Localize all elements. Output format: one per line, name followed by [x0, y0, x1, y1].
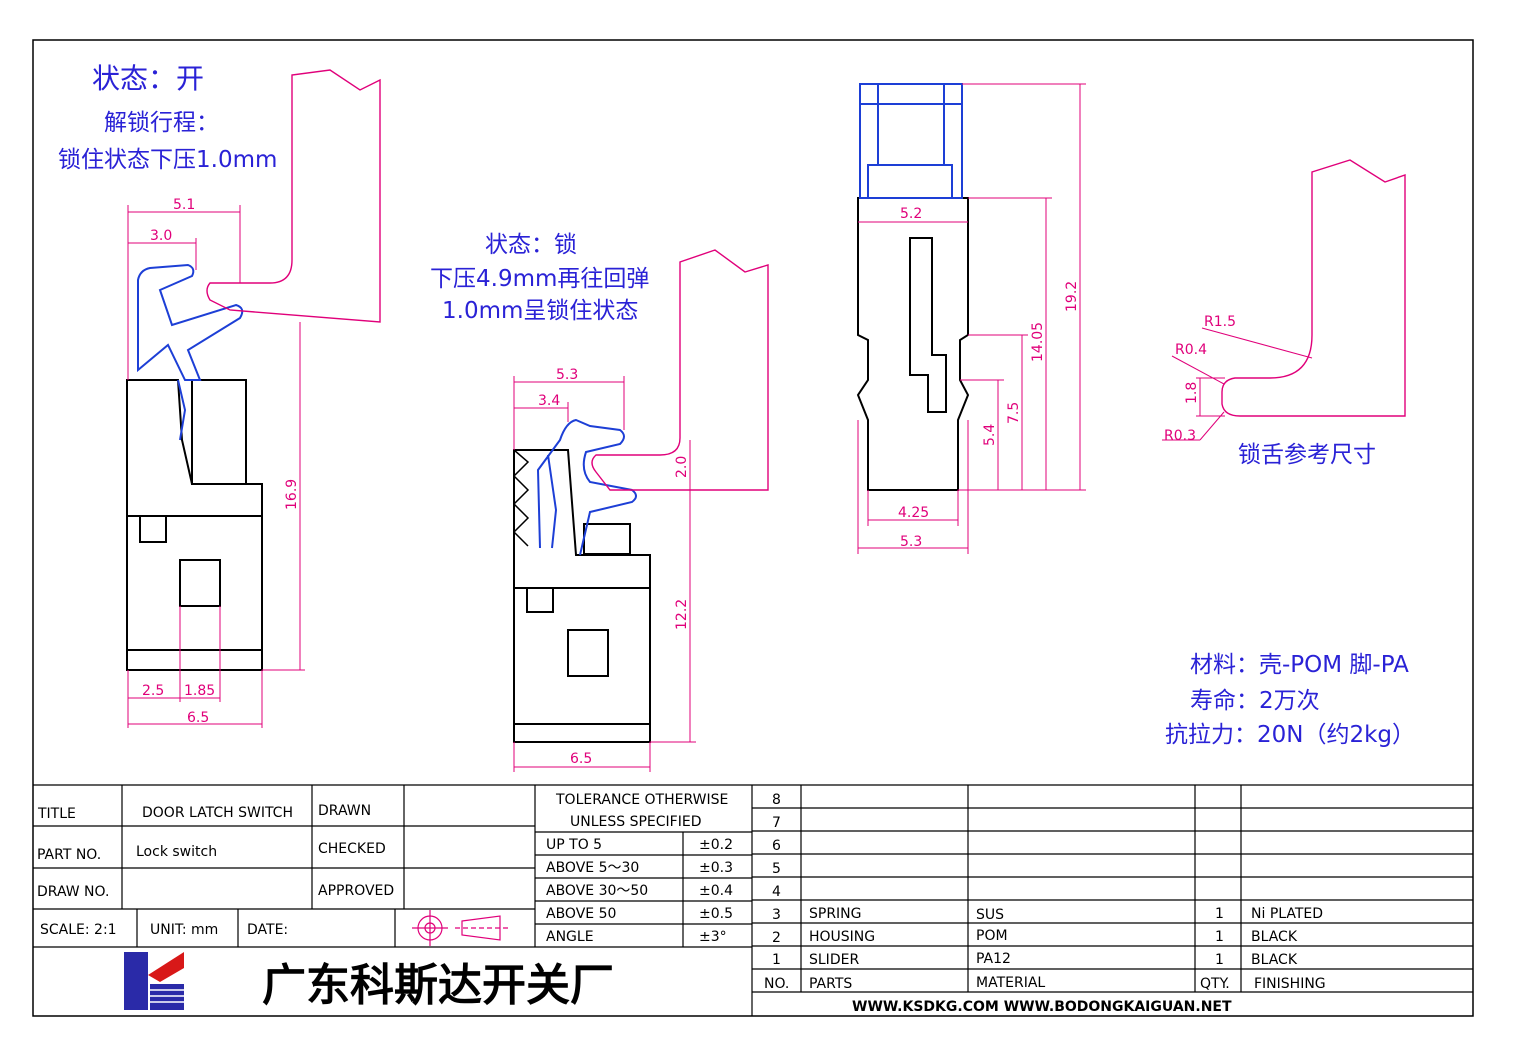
website-links: WWW.KSDKG.COM WWW.BODONGKAIGUAN.NET — [852, 999, 1232, 1015]
bom-part-finish: BLACK — [1251, 952, 1298, 968]
bom-header-parts: PARTS — [809, 976, 852, 992]
view-open-state — [126, 69, 381, 728]
view-tongue-reference — [1162, 159, 1406, 441]
bom-part-material: PA12 — [976, 951, 1011, 967]
dim-5-3: 5.3 — [556, 367, 578, 383]
bom-part-material: POM — [976, 928, 1008, 944]
tolerance-value: ±3° — [699, 929, 727, 945]
bom-part-qty: 1 — [1215, 952, 1224, 968]
note-unlock-desc: 锁住状态下压1.0mm — [58, 147, 277, 173]
date-label: DATE: — [247, 922, 288, 938]
title-value: DOOR LATCH SWITCH — [142, 805, 293, 821]
bom-row-number: 8 — [772, 792, 781, 808]
note-lock-desc-2: 1.0mm呈锁住状态 — [442, 298, 638, 324]
company-logo — [122, 950, 184, 1012]
bom-part-material: SUS — [976, 907, 1004, 923]
tolerance-header-2: UNLESS SPECIFIED — [570, 814, 701, 830]
view-front — [856, 83, 1086, 554]
note-pull-force: 抗拉力：20N（约2kg） — [1165, 722, 1415, 748]
note-open-state: 状态：开 — [92, 62, 204, 95]
tolerance-range: ABOVE 30～50 — [546, 883, 648, 899]
dim-5-1: 5.1 — [173, 197, 195, 213]
note-tongue-reference: 锁舌参考尺寸 — [1238, 442, 1376, 468]
bom-row-number: 5 — [772, 861, 781, 877]
bom-part-qty: 1 — [1215, 929, 1224, 945]
dim-5-4: 5.4 — [982, 424, 998, 446]
dim-1-85: 1.85 — [184, 683, 215, 699]
tolerance-value: ±0.5 — [699, 906, 733, 922]
dim-19-2: 19.2 — [1064, 281, 1080, 312]
bom-part-qty: 1 — [1215, 906, 1224, 922]
title-label: TITLE — [37, 806, 76, 822]
checked-label: CHECKED — [318, 841, 386, 857]
tolerance-value: ±0.4 — [699, 883, 733, 899]
bom-header-finish: FINISHING — [1254, 976, 1326, 992]
tolerance-value: ±0.3 — [699, 860, 733, 876]
projection-symbol-icon — [412, 910, 510, 946]
view-locked-state — [512, 249, 769, 772]
company-name: 广东科斯达开关厂 — [262, 960, 614, 1011]
bom-part-name: SLIDER — [809, 952, 859, 968]
approved-label: APPROVED — [318, 883, 394, 899]
partno-label: PART NO. — [37, 847, 101, 863]
bom-part-no: 3 — [772, 907, 781, 923]
bom-row-number: 4 — [772, 884, 781, 900]
tolerance-header-1: TOLERANCE OTHERWISE — [555, 792, 728, 808]
dim-6-5-a: 6.5 — [187, 710, 209, 726]
note-material: 材料：壳-POM 脚-PA — [1190, 652, 1409, 678]
tolerance-range: ABOVE 5～30 — [546, 860, 639, 876]
dim-7-5: 7.5 — [1006, 402, 1022, 424]
dim-3-4: 3.4 — [538, 393, 560, 409]
scale-label: SCALE: 2:1 — [40, 922, 117, 938]
dim-12-2: 12.2 — [674, 599, 690, 630]
dim-r1-5: R1.5 — [1204, 314, 1236, 330]
bom-header-qty: QTY. — [1200, 976, 1230, 992]
sheet-border — [32, 39, 1474, 1017]
bom-header-material: MATERIAL — [976, 975, 1045, 991]
title-block — [33, 784, 1473, 1016]
bom-header-no: NO. — [764, 976, 789, 992]
dim-r0-4: R0.4 — [1175, 342, 1207, 358]
tolerance-range: ANGLE — [546, 929, 594, 945]
partno-value: Lock switch — [136, 844, 217, 860]
bom-part-finish: BLACK — [1251, 929, 1298, 945]
dim-5-2: 5.2 — [900, 206, 922, 222]
bom-row-number: 6 — [772, 838, 781, 854]
tolerance-range: ABOVE 50 — [546, 906, 616, 922]
dim-6-5-b: 6.5 — [570, 751, 592, 767]
dim-16-9: 16.9 — [284, 479, 300, 510]
bom-part-no: 1 — [772, 952, 781, 968]
unit-label: UNIT: mm — [150, 922, 218, 938]
bom-part-finish: Ni PLATED — [1251, 906, 1323, 922]
bom-part-no: 2 — [772, 930, 781, 946]
dim-5-3-b: 5.3 — [900, 534, 922, 550]
note-lock-state: 状态：锁 — [485, 232, 577, 258]
bom-row-number: 7 — [772, 815, 781, 831]
tolerance-range: UP TO 5 — [546, 837, 602, 853]
drawn-label: DRAWN — [318, 803, 371, 819]
dim-r0-3: R0.3 — [1164, 428, 1196, 444]
note-life: 寿命：2万次 — [1190, 688, 1320, 714]
dim-3-0: 3.0 — [150, 228, 172, 244]
note-unlock-travel: 解锁行程： — [104, 110, 219, 136]
tolerance-value: ±0.2 — [699, 837, 733, 853]
dim-1-8: 1.8 — [1184, 382, 1200, 404]
bom-part-name: SPRING — [809, 906, 862, 922]
note-lock-desc-1: 下压4.9mm再往回弹 — [430, 266, 649, 292]
dim-14-05: 14.05 — [1030, 322, 1046, 362]
drawno-label: DRAW NO. — [37, 884, 109, 900]
dim-2-0: 2.0 — [674, 456, 690, 478]
dim-4-25: 4.25 — [898, 505, 929, 521]
dim-2-5: 2.5 — [142, 683, 164, 699]
bom-part-name: HOUSING — [809, 929, 875, 945]
